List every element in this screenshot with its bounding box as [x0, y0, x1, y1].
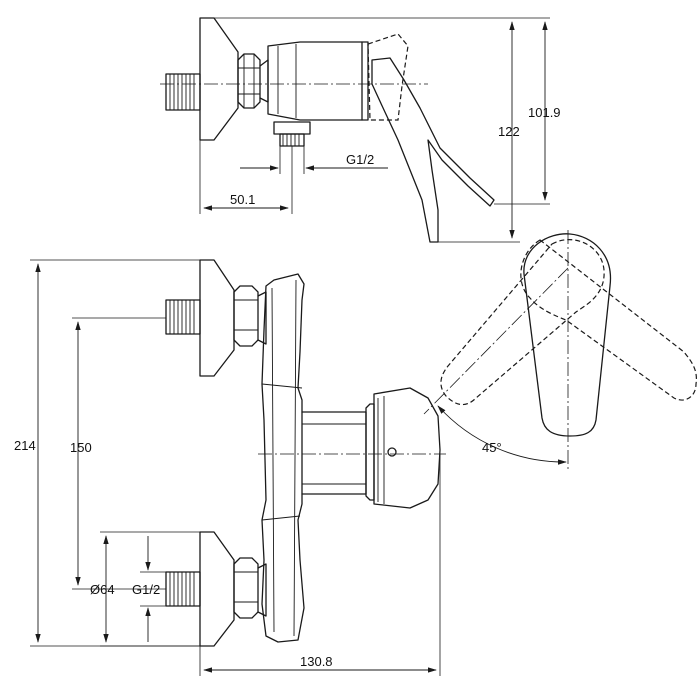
dim-text-45deg: 45°: [482, 440, 502, 455]
top-lever: [371, 57, 495, 243]
upper-hex-nut: [233, 285, 259, 347]
dim-text-g12-top: G1/2: [346, 152, 374, 167]
mixer-lever-base: [373, 387, 441, 509]
lever-right-position: [520, 239, 697, 401]
dim-inlet-thread: G1/2: [132, 536, 166, 642]
top-hex-nut: [237, 53, 261, 109]
dim-top-outlet-thread: G1/2: [240, 146, 388, 174]
upper-threaded-inlet: [165, 299, 201, 335]
upper-eccentric: [257, 291, 267, 345]
dim-top-depth-total: 122: [432, 21, 520, 243]
angle-arc: [437, 405, 567, 465]
dim-text-g12-bottom: G1/2: [132, 582, 160, 597]
top-outlet-nipple: [273, 121, 311, 147]
mixer-cartridge-body: [301, 403, 375, 501]
dim-text-130-8: 130.8: [300, 654, 333, 669]
dim-text-d64: Ø64: [90, 582, 115, 597]
mixer-vertical-body: [261, 273, 305, 643]
dim-text-150: 150: [70, 440, 92, 455]
lower-eccentric: [257, 563, 267, 617]
top-valve-body: [267, 41, 369, 121]
lever-axis-angled: [423, 267, 569, 415]
dim-top-depth-front: 101.9: [200, 17, 561, 205]
dim-text-50-1: 50.1: [230, 192, 255, 207]
lever-front-position: [523, 233, 612, 437]
front-view: 45° 214 150 Ø64 G1/2: [14, 230, 697, 676]
dim-body-depth: 130.8: [199, 454, 441, 676]
dim-text-214: 214: [14, 438, 36, 453]
top-view: 101.9 122 50.1 G1/2: [160, 17, 561, 243]
dim-flange-diameter: Ø64: [90, 531, 200, 647]
dim-text-101-9: 101.9: [528, 105, 561, 120]
set-screw: [387, 447, 397, 457]
lower-wall-flange: [199, 531, 235, 647]
lever-left-position: [440, 239, 605, 406]
upper-wall-flange: [199, 259, 235, 377]
dim-top-wall-offset: 50.1: [199, 140, 293, 214]
top-neck: [259, 59, 269, 103]
lower-threaded-inlet: [165, 571, 201, 607]
dim-inlet-spacing: 150: [70, 317, 166, 590]
top-threaded-inlet: [165, 73, 201, 111]
lower-hex-nut: [233, 557, 259, 619]
dim-text-122: 122: [498, 124, 520, 139]
lever-rotation-diagram: 45°: [423, 230, 697, 470]
top-wall-flange: [199, 17, 239, 141]
